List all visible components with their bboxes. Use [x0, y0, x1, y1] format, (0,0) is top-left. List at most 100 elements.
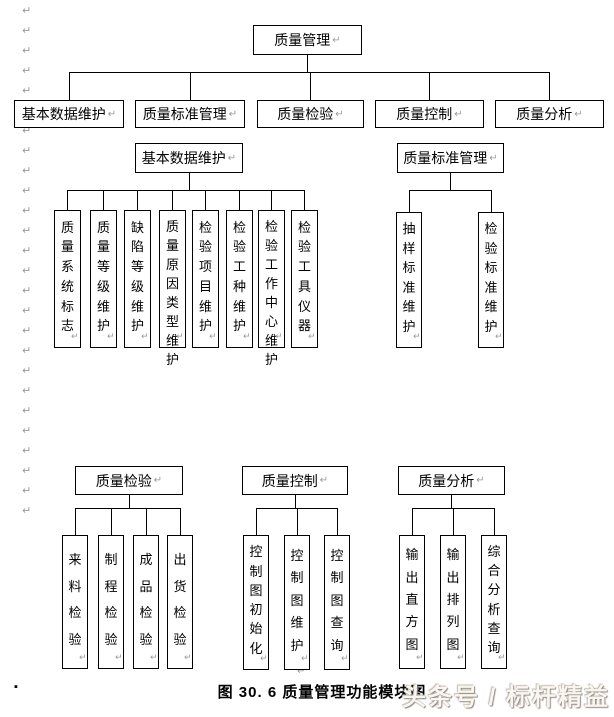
connector-line [190, 72, 191, 100]
pilcrow-return-icon: ↵ [228, 108, 238, 120]
pilcrow-return-icon: ↵ [227, 152, 237, 164]
connector-line [239, 190, 240, 210]
pilcrow-return-icon: ↵ [22, 425, 32, 437]
connector-line [429, 72, 430, 100]
node-process-inspection: 制程检验↵ [98, 535, 124, 669]
pilcrow-return-icon: ↵ [22, 445, 32, 457]
node-label: 质量等级维护 [96, 219, 110, 334]
connector-line [307, 55, 308, 72]
pilcrow-return-icon: ↵ [243, 331, 251, 341]
pilcrow-return-icon: ↵ [153, 475, 163, 486]
subtree-header-quality-standard: 质量标准管理↵ [397, 143, 504, 173]
node-label: 基本数据维护 [21, 106, 106, 122]
pilcrow-return-icon: ↵ [22, 405, 32, 417]
pilcrow-return-icon: ↵ [22, 325, 32, 337]
pilcrow-return-icon: ↵ [319, 475, 329, 486]
subtree-header-quality-control: 质量控制↵ [242, 466, 348, 495]
connector-line [137, 190, 138, 210]
node-label: 质量分析 [418, 472, 475, 489]
node-shipment-inspection: 出货检验↵ [167, 535, 193, 669]
node-label: 质量系统标志 [60, 219, 74, 334]
connector-line [450, 173, 451, 190]
connector-line [304, 190, 305, 210]
connector-line [409, 190, 491, 191]
connector-line [297, 508, 298, 535]
pilcrow-return-icon: ↵ [332, 34, 341, 46]
node-label: 质量分析 [516, 106, 573, 122]
connector-line [491, 190, 492, 212]
pilcrow-return-icon: ↵ [176, 331, 184, 341]
toutiao-watermark: 头条号 / 标杆精益 [401, 684, 610, 711]
pilcrow-return-icon: ↵ [341, 653, 349, 663]
connector-line [205, 190, 206, 210]
pilcrow-return-icon: ↵ [22, 145, 32, 157]
pilcrow-return-icon: ↵ [150, 652, 158, 662]
node-output-histogram: 输出直方图↵ [399, 535, 425, 669]
node-label: 检验工种维护 [232, 219, 246, 334]
pilcrow-return-icon: ↵ [107, 108, 117, 120]
connector-line [67, 190, 305, 191]
subtree-header-quality-inspection: 质量检验↵ [75, 466, 183, 495]
node-label: 质量原因类型维护 [165, 219, 179, 367]
connector-line [453, 508, 454, 535]
pilcrow-return-icon: ↵ [22, 245, 32, 257]
node-inspection-worktype-maintenance: 检验工种维护↵ [226, 210, 253, 348]
pilcrow-return-icon: ↵ [22, 365, 32, 377]
pilcrow-return-icon: ↵ [22, 185, 32, 197]
pilcrow-return-icon: ↵ [413, 331, 421, 341]
node-label: 质量控制 [396, 106, 453, 122]
node-label: 检验工作中心维护 [264, 219, 278, 367]
connector-line [75, 508, 76, 535]
pilcrow-return-icon: ↵ [22, 165, 32, 177]
connector-line [189, 173, 190, 190]
connector-line [172, 190, 173, 210]
connector-line [75, 508, 180, 509]
node-finished-product-inspection: 成品检验↵ [133, 535, 159, 669]
pilcrow-return-icon: ↵ [22, 5, 32, 17]
pilcrow-return-icon: ↵ [489, 152, 498, 164]
node-label: 缺陷等级维护 [130, 219, 144, 334]
node-label: 检验工具仪器 [297, 219, 311, 334]
node-comprehensive-analysis-query: 综合分析查询↵ [481, 535, 507, 669]
pilcrow-return-icon: ↵ [22, 25, 32, 37]
pilcrow-return-icon: ↵ [22, 505, 32, 517]
connector-line [412, 508, 413, 535]
node-label: 检验标准维护 [484, 221, 498, 334]
node-quality-standard-management: 质量标准管理↵ [135, 100, 245, 128]
pilcrow-return-icon: ↵ [141, 331, 149, 341]
node-inspection-item-maintenance: 检验项目维护↵ [192, 210, 219, 348]
connector-line [549, 72, 550, 100]
connector-line [67, 190, 68, 210]
subtree-header-quality-analysis: 质量分析↵ [398, 466, 505, 495]
connector-line [494, 508, 495, 535]
pilcrow-return-icon: ↵ [22, 225, 32, 237]
node-label: 控制图查询 [330, 547, 344, 653]
node-label: 检验项目维护 [198, 219, 212, 334]
pilcrow-return-icon: ↵ [22, 45, 32, 57]
pilcrow-return-icon: ↵ [107, 331, 115, 341]
node-label: 质量标准管理 [142, 106, 227, 122]
pilcrow-return-icon: ↵ [476, 475, 485, 486]
node-control-chart-initialization: 控制图初始化↵ [243, 535, 269, 670]
node-label: 控制图初始化 [249, 544, 263, 656]
connector-line [129, 495, 130, 508]
node-label: 制程检验 [104, 551, 118, 648]
pilcrow-return-icon: ↵ [22, 305, 32, 317]
pilcrow-return-icon: ↵ [260, 653, 268, 663]
connector-line [103, 190, 104, 210]
pilcrow-return-icon: ↵ [22, 385, 32, 397]
node-quality-grade-maintenance: 质量等级维护↵ [90, 210, 117, 348]
pilcrow-return-icon: ↵ [454, 108, 463, 120]
subtree-header-basic-data: 基本数据维护↵ [135, 143, 243, 173]
connector-line [295, 495, 296, 508]
connector-line [111, 508, 112, 535]
node-label: 来料检验 [68, 551, 82, 648]
list-bullet: ▪ [14, 681, 18, 693]
connector-line [69, 72, 550, 73]
connector-line [146, 508, 147, 535]
pilcrow-return-icon: ↵ [22, 485, 32, 497]
node-label: 输出排列图 [446, 547, 460, 652]
pilcrow-return-icon: ↵ [275, 331, 283, 341]
node-basic-data-maintenance: 基本数据维护↵ [14, 100, 124, 128]
